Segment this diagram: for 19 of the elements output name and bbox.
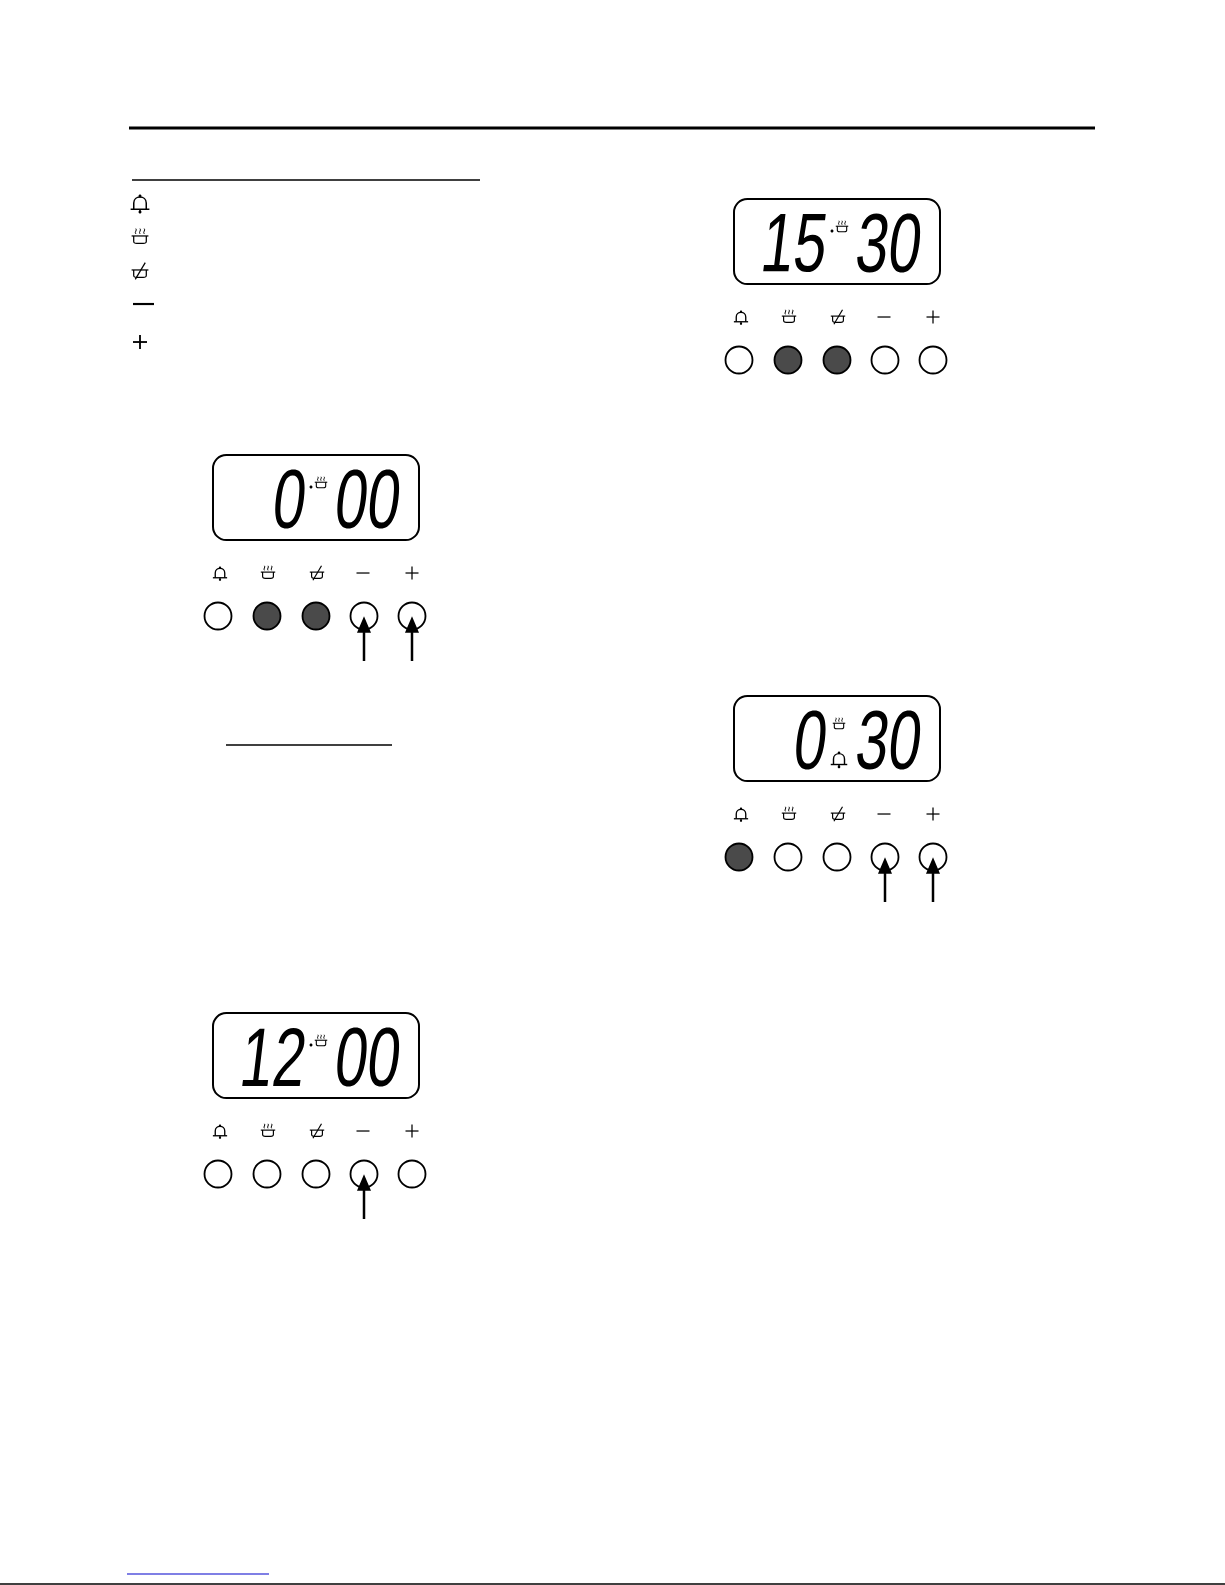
- push-button: [724, 842, 754, 872]
- push-button: [301, 601, 331, 631]
- lcd-display: 0 00: [212, 454, 420, 541]
- push-button: [203, 601, 233, 631]
- push-button: [773, 345, 803, 375]
- push-button: [724, 345, 754, 375]
- push-button: [252, 601, 282, 631]
- push-button: [252, 1159, 282, 1189]
- push-button: [918, 345, 948, 375]
- push-button: [822, 345, 852, 375]
- push-button: [822, 842, 852, 872]
- push-button: [773, 842, 803, 872]
- lcd-display: 12 00: [212, 1012, 420, 1099]
- push-button: [397, 1159, 427, 1189]
- lcd-display: 15 30: [733, 198, 941, 285]
- push-button: [301, 1159, 331, 1189]
- push-button: [870, 345, 900, 375]
- lcd-display: 0 30: [733, 695, 941, 782]
- push-button: [203, 1159, 233, 1189]
